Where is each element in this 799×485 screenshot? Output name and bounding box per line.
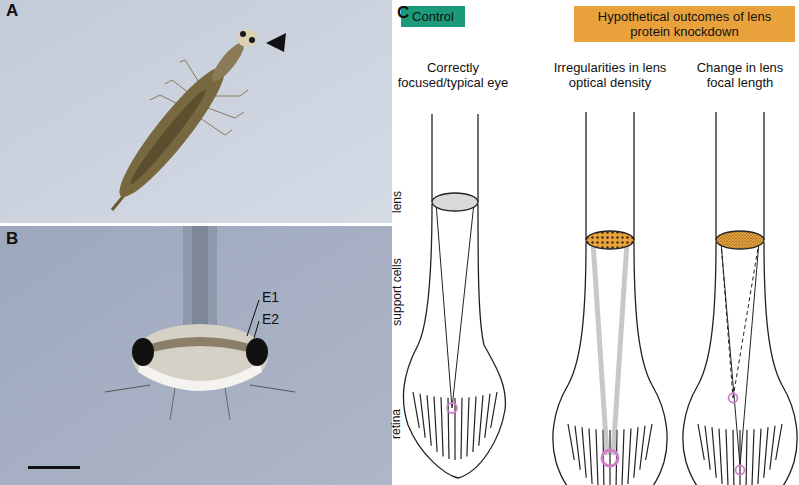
column-title: Correctly focused/typical eye bbox=[396, 60, 510, 90]
eye-label: E2 bbox=[262, 312, 279, 327]
density-eye bbox=[553, 112, 667, 485]
leader-line bbox=[247, 300, 259, 336]
focal-eye bbox=[683, 112, 797, 485]
scale-bar bbox=[28, 466, 80, 469]
box-text: Control bbox=[411, 9, 455, 24]
panel-letter: C bbox=[397, 5, 409, 20]
structure-label: support cells bbox=[390, 258, 405, 325]
larva bbox=[108, 29, 257, 210]
head-photo bbox=[0, 226, 392, 485]
structure-label: retina bbox=[389, 409, 404, 439]
structure-label: lens bbox=[390, 191, 405, 213]
panel-letter: A bbox=[6, 3, 18, 18]
control-eye bbox=[403, 114, 505, 478]
leader-line bbox=[254, 321, 259, 338]
header-box-knockdown: Hypothetical outcomes of lens protein kn… bbox=[574, 6, 795, 42]
box-text: Hypothetical outcomes of lens protein kn… bbox=[584, 9, 785, 39]
column-title: Change in lens focal length bbox=[690, 60, 790, 90]
larva-photo bbox=[0, 0, 392, 223]
column-title: Irregularities in lens optical density bbox=[543, 60, 677, 90]
eye-label: E1 bbox=[262, 290, 279, 305]
legend-box-control: Control bbox=[401, 6, 465, 27]
panel-letter: B bbox=[6, 231, 18, 246]
arrowhead bbox=[266, 33, 286, 52]
larva-head bbox=[105, 226, 295, 420]
